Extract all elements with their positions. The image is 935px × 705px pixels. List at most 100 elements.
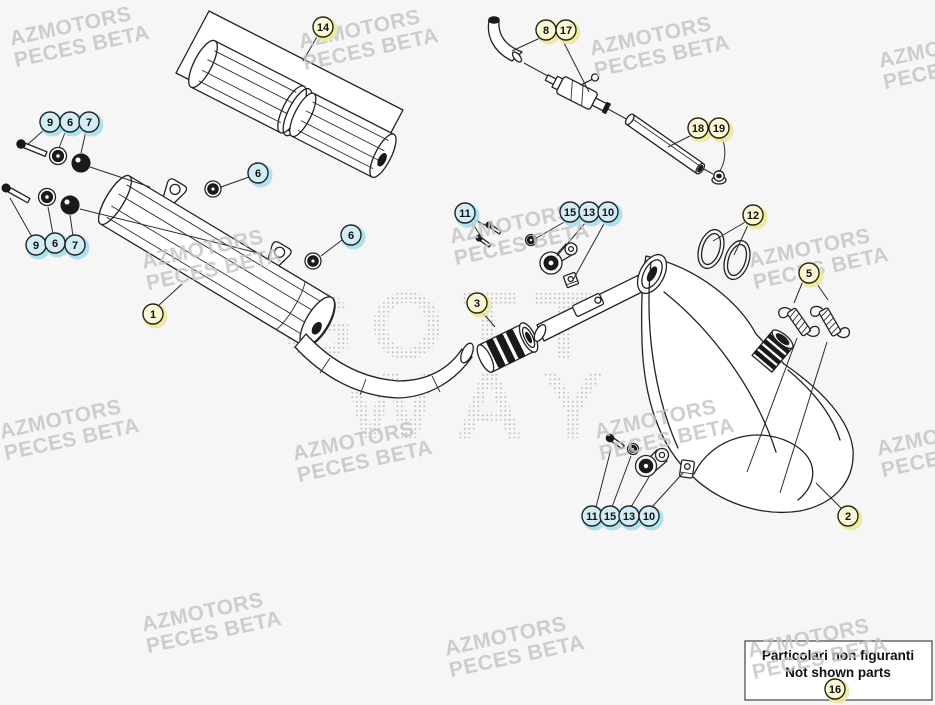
valve-nut: [711, 170, 727, 185]
silencer-packing-box: [175, 10, 404, 179]
callout-number: 2: [845, 511, 851, 523]
callout-number: 6: [348, 230, 354, 242]
callout-circle: [638, 505, 660, 527]
callout-9[interactable]: 9: [39, 111, 65, 137]
callout-number: 14: [317, 22, 330, 34]
callout-3[interactable]: 3: [466, 292, 492, 318]
bracket-parts-lower: [605, 433, 670, 478]
callout-19[interactable]: 19: [708, 117, 734, 143]
muffler-drawing: [97, 174, 336, 347]
callout-17[interactable]: 17: [555, 19, 581, 45]
callout-8[interactable]: 8: [535, 19, 561, 45]
callout-10[interactable]: 10: [638, 505, 664, 531]
callout-circle: [742, 204, 764, 226]
callout-12[interactable]: 12: [742, 204, 768, 230]
callout-number: 7: [72, 240, 78, 252]
callout-circle: [312, 16, 334, 38]
watermark-text: AZMOTORSPECES BETA: [140, 585, 284, 658]
callout-circle: [555, 19, 577, 41]
watermark-text: AZMOTORSPECES BETA: [0, 392, 142, 465]
callout-6[interactable]: 6: [44, 232, 70, 258]
callout-6[interactable]: 6: [340, 224, 366, 250]
callout-1[interactable]: 1: [142, 303, 168, 329]
callout-16[interactable]: 16: [824, 678, 850, 704]
watermark-text: AZMOTORSPECES BETA: [8, 0, 152, 72]
callout-number: 3: [474, 298, 480, 310]
callout-number: 18: [692, 123, 704, 135]
callout-circle: [247, 162, 269, 184]
callout-15[interactable]: 15: [599, 505, 625, 531]
callout-number: 5: [806, 268, 812, 280]
callout-number: 9: [33, 240, 39, 252]
callout-number: 11: [459, 208, 471, 220]
callout-14[interactable]: 14: [312, 16, 338, 42]
callout-circle: [64, 234, 86, 256]
callout-number: 9: [47, 117, 53, 129]
callout-7[interactable]: 7: [78, 111, 104, 137]
callout-circle: [142, 303, 164, 325]
callout-number: 13: [623, 511, 635, 523]
elbow-hose: [487, 16, 523, 63]
watermark-text: AZMOTORSPECES BETA: [443, 609, 587, 682]
halftone-line2: WAY: [345, 353, 631, 459]
callout-number: 6: [67, 117, 73, 129]
callout-number: 19: [713, 123, 725, 135]
callout-circle: [78, 111, 100, 133]
callout-6[interactable]: 6: [59, 111, 85, 137]
watermark-text: AZMOTORSPECES BETA: [588, 9, 732, 82]
callout-circle: [454, 202, 476, 224]
callout-number: 12: [747, 210, 759, 222]
leader-lines: [9, 34, 843, 510]
callout-number: 8: [543, 25, 549, 37]
callout-15[interactable]: 15: [559, 201, 585, 227]
callout-circle: [708, 117, 730, 139]
callout-number: 15: [564, 207, 576, 219]
coupler-sleeve: [476, 322, 539, 373]
callout-circle: [466, 292, 488, 314]
exhaust-springs: [778, 305, 851, 339]
callout-10[interactable]: 10: [597, 201, 623, 227]
callout-11[interactable]: 11: [454, 202, 480, 228]
callout-2[interactable]: 2: [837, 505, 863, 531]
bracket-parts-upper: [475, 221, 580, 289]
watermark-text: AZMOTORSPECES BETA: [291, 414, 435, 487]
callout-circle: [798, 262, 820, 284]
callout-number: 6: [52, 238, 58, 250]
watermark-text: AZMOTORSPECES BETA: [875, 409, 935, 482]
callout-13[interactable]: 13: [618, 505, 644, 531]
callout-circle: [837, 505, 859, 527]
valve-body: [544, 73, 612, 115]
callout-number: 16: [829, 684, 841, 696]
callout-18[interactable]: 18: [687, 117, 713, 143]
callout-number: 13: [583, 207, 595, 219]
exhaust-gaskets: [697, 228, 751, 281]
callout-5[interactable]: 5: [798, 262, 824, 288]
expansion-chamber-drawing: [636, 253, 854, 514]
note-line2: Not shown parts: [785, 665, 891, 680]
muffler-fasteners: [1, 139, 91, 215]
callout-7[interactable]: 7: [64, 234, 90, 260]
callout-circle: [687, 117, 709, 139]
valve-tube: [624, 113, 706, 175]
callout-number: 10: [643, 511, 655, 523]
callout-circle: [824, 678, 846, 700]
callout-number: 15: [604, 511, 616, 523]
tail-pipe: [294, 333, 474, 399]
flange-rings: [751, 329, 794, 373]
tab-grommets: [204, 180, 322, 270]
callout-number: 7: [86, 117, 92, 129]
callout-circle: [340, 224, 362, 246]
watermark-text: AZMOTORSPECES BETA: [877, 21, 935, 94]
callout-6[interactable]: 6: [247, 162, 273, 188]
chamber-clamp: [678, 459, 696, 479]
callout-circle: [597, 201, 619, 223]
callout-number: 10: [602, 207, 614, 219]
callout-number: 11: [586, 511, 598, 523]
note-line1: Particolari non figuranti: [762, 648, 914, 663]
exhaust-valve-parts: [487, 16, 727, 185]
callout-number: 17: [560, 25, 572, 37]
callout-number: 6: [255, 168, 261, 180]
